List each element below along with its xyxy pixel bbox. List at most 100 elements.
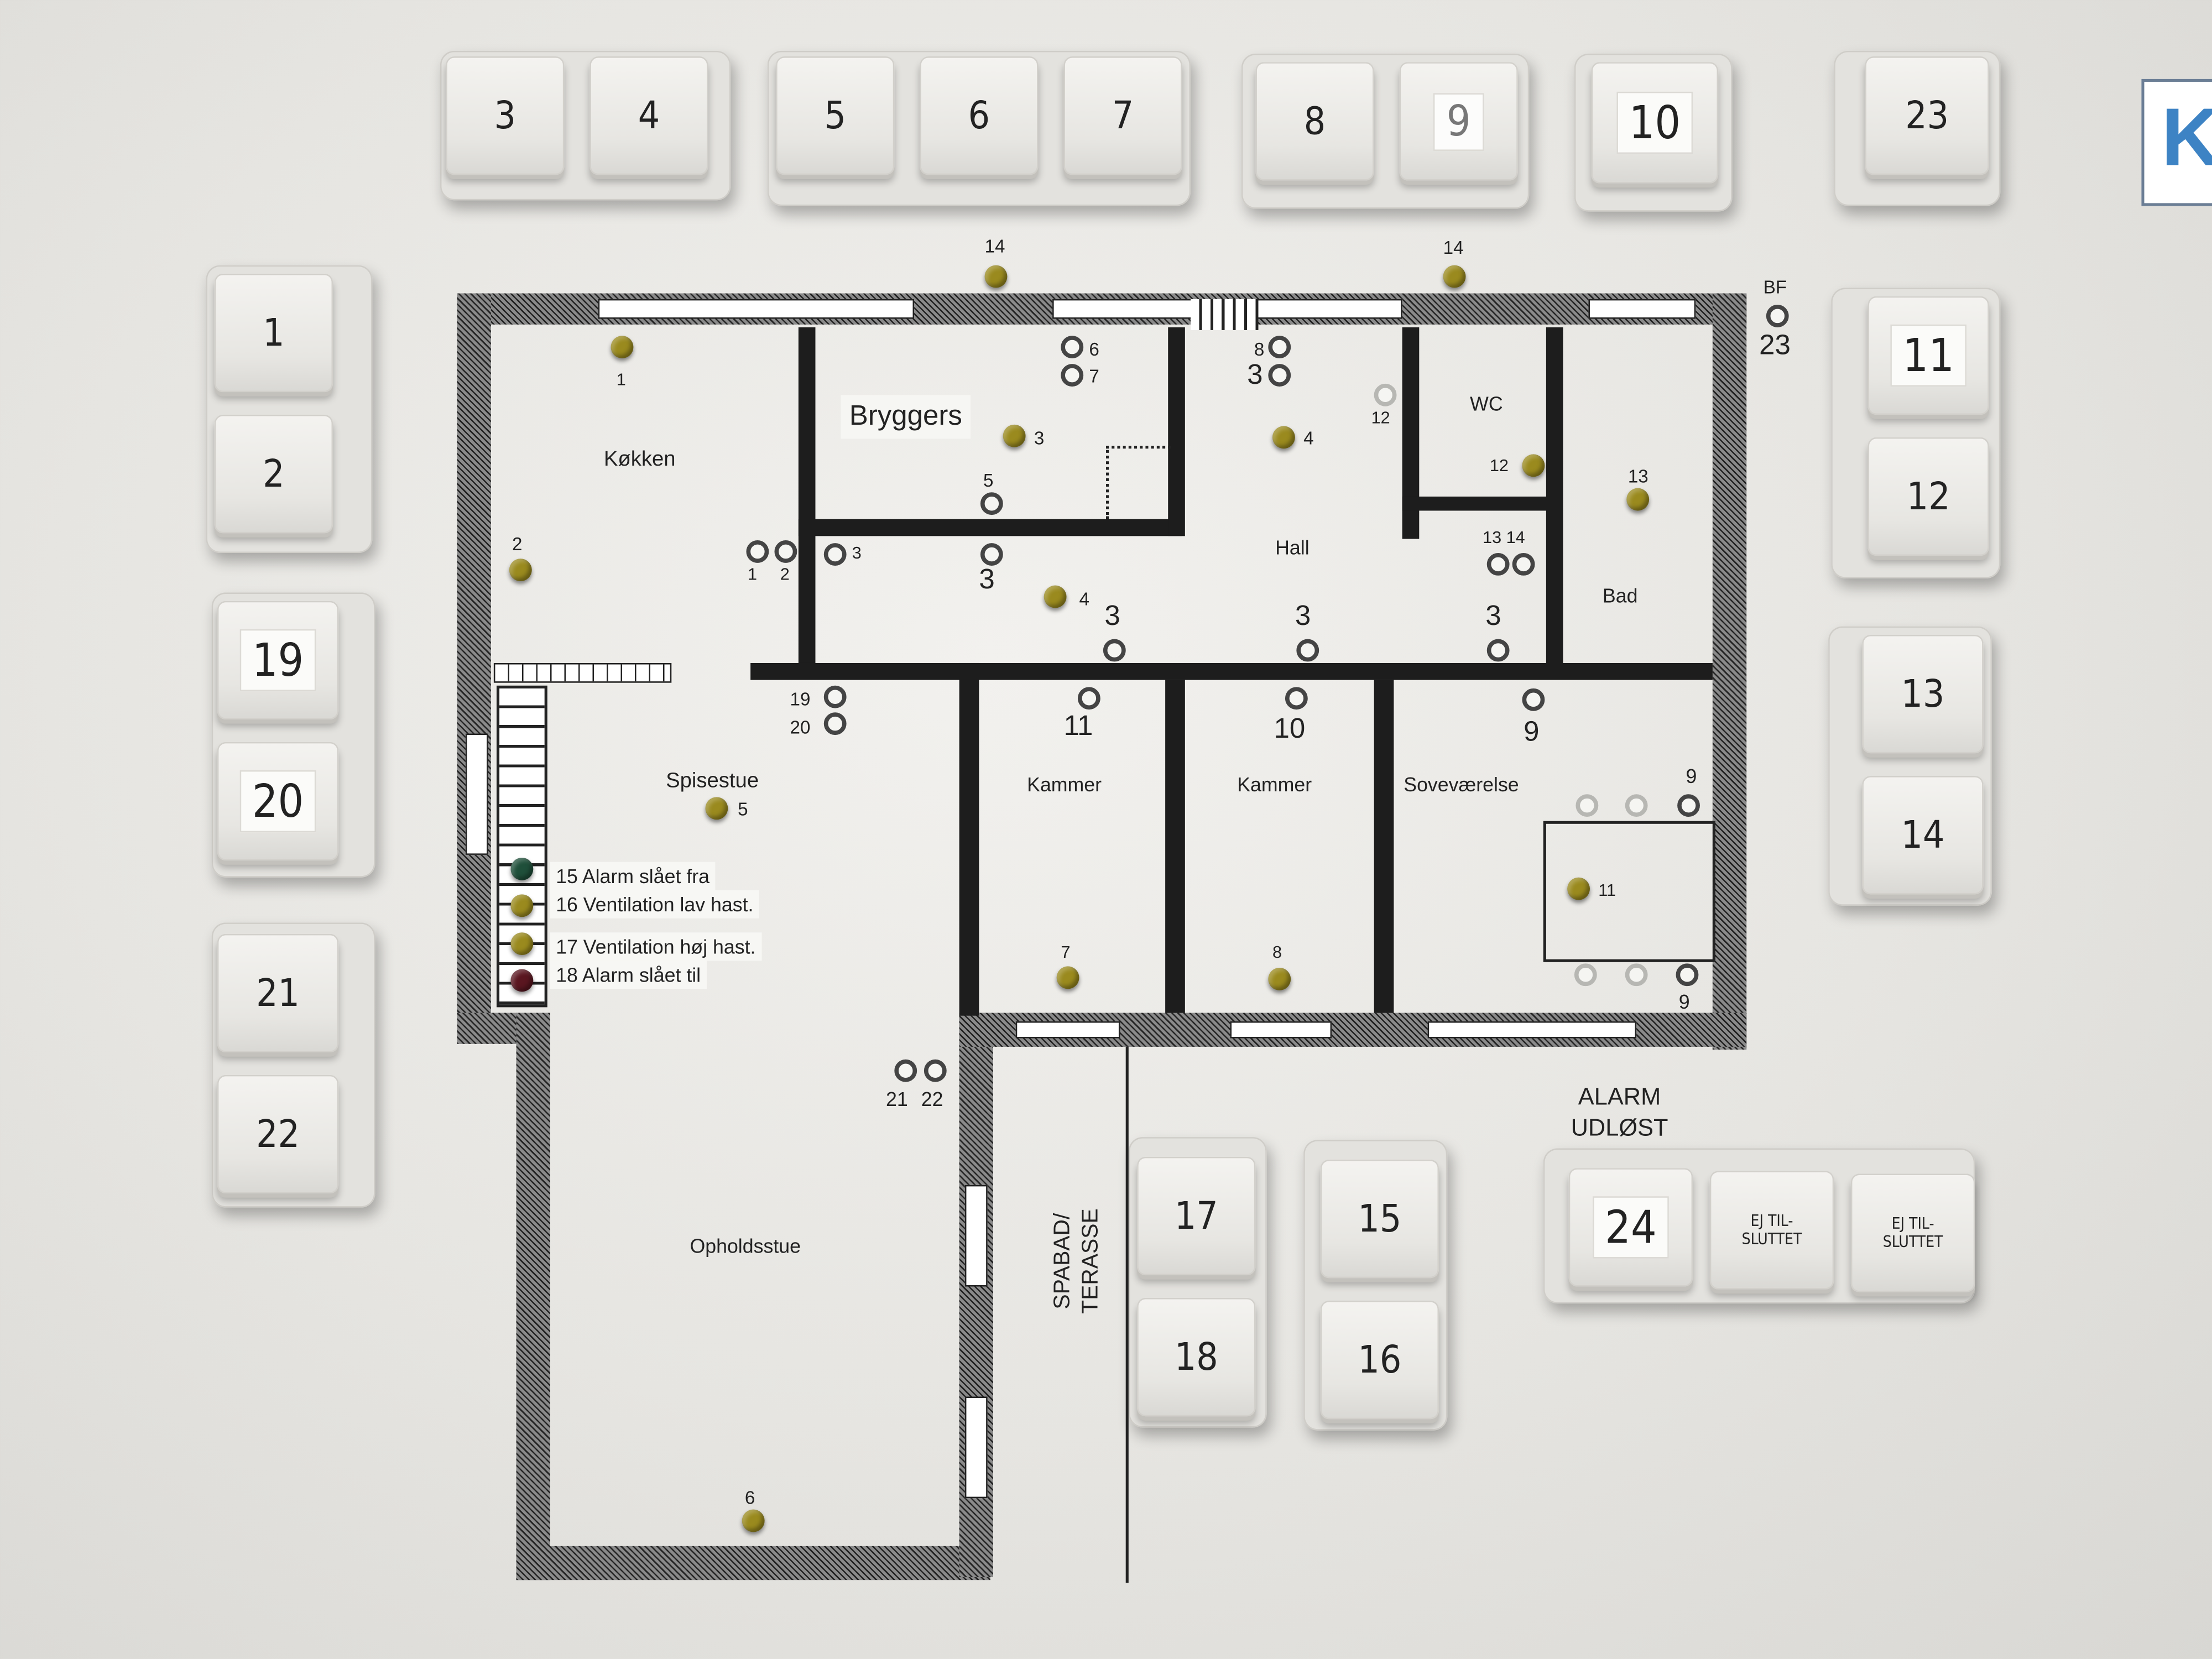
button-not-connected-1[interactable]: EJ TIL- SLUTTET [1709,1171,1834,1290]
button-group-11-12: 11 12 [1831,288,2001,578]
sensor-faint [1574,963,1597,987]
button-22[interactable]: 22 [217,1074,339,1194]
inner-wall [1168,327,1185,536]
button-12[interactable]: 12 [1867,437,1989,556]
button-20[interactable]: 20 [217,742,339,861]
button-6[interactable]: 6 [920,56,1039,175]
plan-number: BF [1763,276,1787,298]
plan-number: 14 [984,236,1005,257]
plan-number: 3 [1247,359,1263,391]
button-11[interactable]: 11 [1867,296,1989,415]
sensor-3b [823,543,847,566]
button-18[interactable]: 18 [1137,1297,1256,1417]
button-1[interactable]: 1 [214,273,333,393]
plan-number: 1 [748,564,758,585]
stairs-vertical [496,685,547,1008]
sensor-7 [1061,364,1084,387]
sensor-11 [1077,687,1100,710]
plan-number: 1 [616,369,626,390]
button-4[interactable]: 4 [589,56,708,175]
button-13[interactable]: 13 [1862,634,1984,754]
legend-15: 15 Alarm slået fra [550,862,716,890]
button-15[interactable]: 15 [1320,1159,1439,1279]
button-24[interactable]: 24 [1568,1168,1693,1287]
plan-number: 3 [1295,601,1311,632]
inner-wall [750,662,1713,680]
plan-number: 11 [1063,711,1093,742]
plan-number: 3 [979,564,995,596]
sensor-9b [1677,794,1700,817]
button-7[interactable]: 7 [1063,56,1182,175]
sensor-bf [1766,305,1789,327]
plan-number: 3 [1104,601,1120,632]
led-alarm-off [510,858,534,880]
button-5[interactable]: 5 [776,56,895,175]
bed [1543,821,1716,962]
plan-number: 3 [1034,427,1045,449]
window [1015,1021,1120,1039]
room-label-bad: Bad [1602,584,1638,607]
button-19[interactable]: 19 [217,601,339,720]
button-group-8-9: 8 9 [1241,53,1530,209]
led-ventilation-low [510,894,534,917]
button-group-1-2: 1 2 [206,265,373,553]
counter-outline [1105,446,1171,519]
sensor-5 [980,492,1003,515]
led-indicator-14b [1443,265,1466,288]
radiator [1191,299,1259,330]
not-connected-label-1: EJ TIL- SLUTTET [1741,1212,1802,1249]
plan-number: 4 [1303,427,1314,449]
led-ventilation-high [510,932,534,956]
plan-number: 12 [1489,455,1509,476]
button-3[interactable]: 3 [446,56,565,175]
sensor-6 [1061,336,1084,358]
button-21[interactable]: 21 [217,933,339,1053]
button-10[interactable]: 10 [1591,62,1719,184]
wall-east [1712,293,1747,1050]
plan-number: 13 [1627,465,1648,487]
sensor-12 [1374,383,1397,406]
button-2[interactable]: 2 [214,414,333,534]
sensor-14 [1512,552,1535,576]
alarm-label-line1: ALARM [1578,1083,1661,1110]
button-17[interactable]: 17 [1137,1156,1256,1276]
inner-wall [1546,327,1563,666]
plan-number: 9 [1524,716,1540,748]
sensor-22 [924,1059,947,1082]
window [964,1185,988,1287]
button-not-connected-2[interactable]: EJ TIL- SLUTTET [1850,1173,1975,1292]
wall-west-lower [516,1013,550,1580]
plan-number: 5 [738,798,748,820]
legend-17: 17 Ventilation høj hast. [550,932,761,961]
led-indicator-7 [1056,966,1079,989]
button-group-21-22: 21 22 [211,922,375,1208]
window [1230,1021,1332,1039]
button-9-label: 9 [1433,92,1484,150]
button-group-13-14: 13 14 [1828,626,1992,906]
button-group-3-4: 3 4 [440,50,731,201]
window [964,1396,988,1499]
plan-number: 6 [744,1486,755,1509]
inner-wall [798,519,1182,536]
plan-number: 22 [921,1087,943,1110]
brand-logo: K [2141,79,2212,206]
button-23[interactable]: 23 [1865,56,1989,175]
wall-south [516,1546,990,1580]
sensor-19 [823,685,847,708]
button-14[interactable]: 14 [1862,776,1984,895]
button-9[interactable]: 9 [1399,62,1518,181]
led-indicator-4b [1044,585,1067,608]
button-8[interactable]: 8 [1255,62,1374,181]
plan-number: 4 [1079,588,1089,610]
button-19-label: 19 [239,629,317,691]
inner-wall [959,662,979,1016]
window [465,733,488,855]
sensor-3e [1486,639,1510,662]
plan-number: 14 [1443,237,1464,258]
button-16[interactable]: 16 [1320,1301,1439,1420]
room-label-spabad-terasse: SPABAD/ TERASSE [1051,1208,1103,1314]
sensor-13 [1486,552,1510,576]
button-20-label: 20 [239,770,317,833]
led-indicator-3 [1003,424,1026,447]
